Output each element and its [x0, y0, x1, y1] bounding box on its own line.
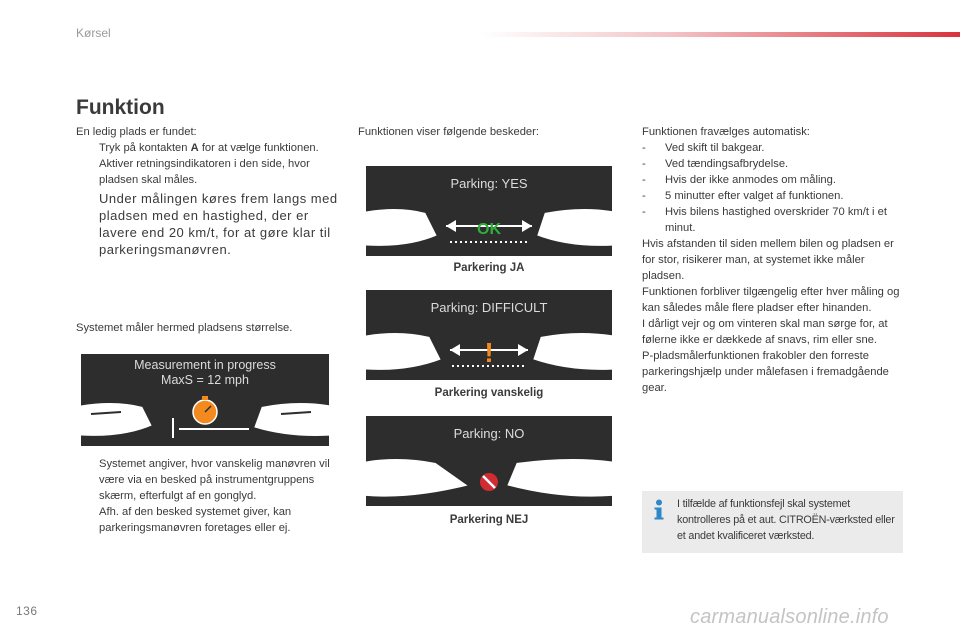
screen-title: Parking: NO — [453, 426, 525, 441]
parking-no-illustration — [366, 457, 612, 499]
list-item: -Hvis bilens hastighed overskrider 70 km… — [642, 206, 887, 234]
section-label: Kørsel — [76, 26, 111, 40]
list-item: Systemet angiver, hvor vanskelig manøvre… — [99, 458, 330, 502]
page-number: 136 — [16, 604, 38, 618]
list-item: -5 minutter efter valget af funktionen. — [642, 190, 844, 202]
page-title: Funktion — [76, 96, 165, 119]
header-accent-bar — [480, 32, 960, 37]
screen-title: Parking: YES — [450, 176, 528, 191]
paragraph: I dårligt vejr og om vinteren skal man s… — [642, 318, 888, 346]
list-item: Tryk på kontakten A for at vælge funktio… — [99, 142, 319, 154]
caption-parking-difficult: Parkering vanskelig — [434, 387, 544, 399]
parking-yes-illustration: OK — [366, 207, 612, 248]
measurement-screen: Measurement in progress MaxS = 12 mph — [81, 354, 329, 446]
left-column: En ledig plads er fundet: Tryk på kontak… — [76, 124, 338, 258]
system-measures-text: Systemet måler hermed pladsens størrelse… — [76, 322, 293, 334]
left-column-lower: Systemet angiver, hvor vanskelig manøvre… — [76, 456, 340, 536]
caption-parking-no: Parkering NEJ — [449, 514, 529, 526]
watermark: carmanualsonline.info — [690, 606, 889, 628]
list-item: Aktiver retningsindikatoren i den side, … — [99, 158, 310, 186]
info-icon — [654, 499, 664, 520]
caption-parking-yes: Parkering JA — [453, 262, 525, 274]
list-item: -Hvis der ikke anmodes om måling. — [642, 174, 836, 186]
parking-yes-screen: Parking: YES OK — [366, 166, 612, 256]
middle-intro-text: Funktionen viser følgende beskeder: — [358, 126, 539, 138]
list-item: Afh. af den besked systemet giver, kan p… — [99, 506, 292, 534]
measurement-illustration — [81, 396, 329, 438]
right-column: Funktionen fravælges automatisk: -Ved sk… — [642, 124, 906, 396]
info-box: I tilfælde af funktionsfejl skal systeme… — [642, 491, 903, 553]
screen-title: Parking: DIFFICULT — [430, 300, 548, 315]
info-text: I tilfælde af funktionsfejl skal systeme… — [677, 498, 895, 542]
warning-icon: ! — [484, 337, 493, 368]
screen-line-1: Measurement in progress — [134, 358, 276, 372]
list-item: -Ved skift til bakgear. — [642, 142, 765, 154]
paragraph: Hvis afstanden til siden mellem bilen og… — [642, 238, 894, 282]
parking-difficult-screen: Parking: DIFFICULT ! — [366, 290, 612, 380]
list-item: -Ved tændingsafbrydelse. — [642, 158, 789, 170]
screen-line-2: MaxS = 12 mph — [161, 373, 249, 387]
paragraph: Funktionen forbliver tilgængelig efter h… — [642, 286, 900, 314]
list-item: Under målingen køres frem langs med plad… — [99, 191, 338, 257]
ok-icon: OK — [477, 221, 501, 238]
parking-no-screen: Parking: NO — [366, 416, 612, 506]
parking-difficult-illustration: ! — [366, 331, 612, 372]
intro-text: En ledig plads er fundet: — [76, 126, 197, 138]
intro-text: Funktionen fravælges automatisk: — [642, 126, 810, 138]
paragraph: P-pladsmålerfunktionen frakobler den for… — [642, 350, 889, 394]
